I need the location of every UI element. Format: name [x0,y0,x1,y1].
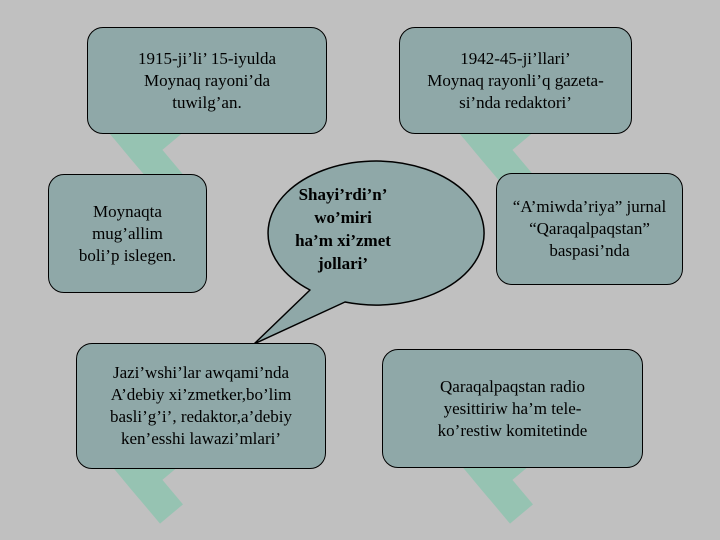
box-birth: 1915-ji’li’ 15-iyulda Moynaq rayoni’da t… [87,27,327,134]
box-teacher: Moynaqta mug’allim boli’p islegen. [48,174,207,293]
box-journal: “A’miwda’riya” jurnal “Qaraqalpaqstan” b… [496,173,683,285]
box-editor: 1942-45-ji’llari’ Moynaq rayonli’q gazet… [399,27,632,134]
center-title: Shayi’rdi’n’ wo’miri ha’m xi’zmet jollar… [295,185,391,273]
box-radio-committee: Qaraqalpaqstan radio yesittiriw ha’m tel… [382,349,643,468]
box-writers-union: Jazi’wshi’lar awqami’nda A’debiy xi’zmet… [76,343,326,469]
